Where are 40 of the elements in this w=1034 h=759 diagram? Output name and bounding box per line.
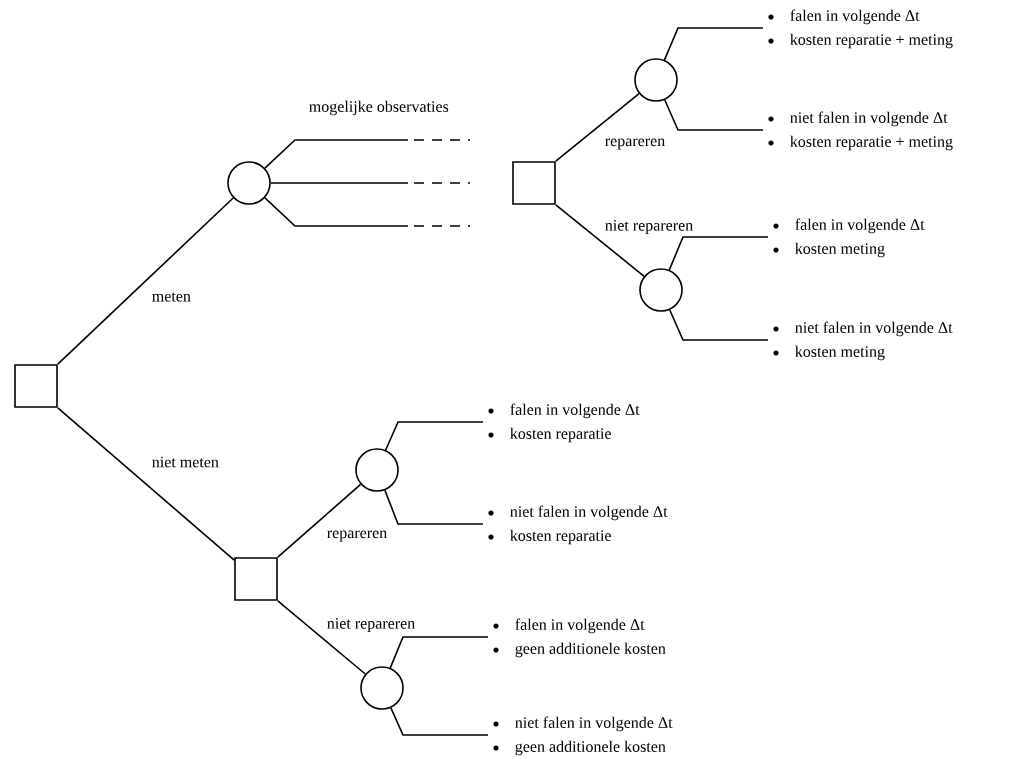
branch-line xyxy=(663,27,764,61)
edge-label: niet meten xyxy=(150,455,220,469)
edge-label: repareren xyxy=(325,529,389,543)
outcome-list: niet falen in volgende Δt kosten meting xyxy=(795,321,953,361)
chance-circle xyxy=(639,268,683,312)
branch-line xyxy=(270,182,409,184)
edge-label: niet repareren xyxy=(603,219,695,235)
branch-line xyxy=(669,309,769,341)
branch-line xyxy=(384,489,484,525)
branch-line xyxy=(384,421,484,451)
branch-line xyxy=(390,707,489,736)
outcome-list: falen in volgende Δt kosten meting xyxy=(795,218,925,258)
chance-circle xyxy=(355,448,399,492)
outcome-list: falen in volgende Δt kosten reparatie xyxy=(510,403,640,443)
branch-line xyxy=(555,92,640,162)
outcome-list: niet falen in volgende Δt kosten reparatie xyxy=(510,505,668,545)
outcome-list: falen in volgende Δt geen additionele kosten xyxy=(515,618,666,658)
outcome-list: falen in volgende Δt kosten reparatie + meting xyxy=(790,9,953,49)
decision-box xyxy=(512,161,556,205)
branch-line xyxy=(277,600,367,675)
branch-line xyxy=(264,197,409,227)
branch-line xyxy=(264,139,409,169)
chance-circle xyxy=(227,161,271,205)
branch-line xyxy=(668,236,769,271)
chance-circle xyxy=(634,58,678,102)
outcome-list: niet falen in volgende Δt geen additionele kosten xyxy=(515,716,673,756)
branch-line xyxy=(555,204,645,278)
edge-label: repareren xyxy=(603,137,667,151)
branch-line xyxy=(57,197,234,365)
branch-line xyxy=(664,99,764,131)
edge-label: niet repareren xyxy=(325,617,417,633)
decision-box xyxy=(234,557,278,601)
branch-caption: mogelijke observaties xyxy=(309,100,449,116)
branch-line xyxy=(389,636,489,669)
branch-line xyxy=(277,483,362,558)
chance-circle xyxy=(360,666,404,710)
outcome-list: niet falen in volgende Δt kosten reparatie + meting xyxy=(790,111,953,151)
decision-box xyxy=(14,364,58,408)
edge-label: meten xyxy=(150,291,192,303)
branch-line xyxy=(57,407,235,561)
